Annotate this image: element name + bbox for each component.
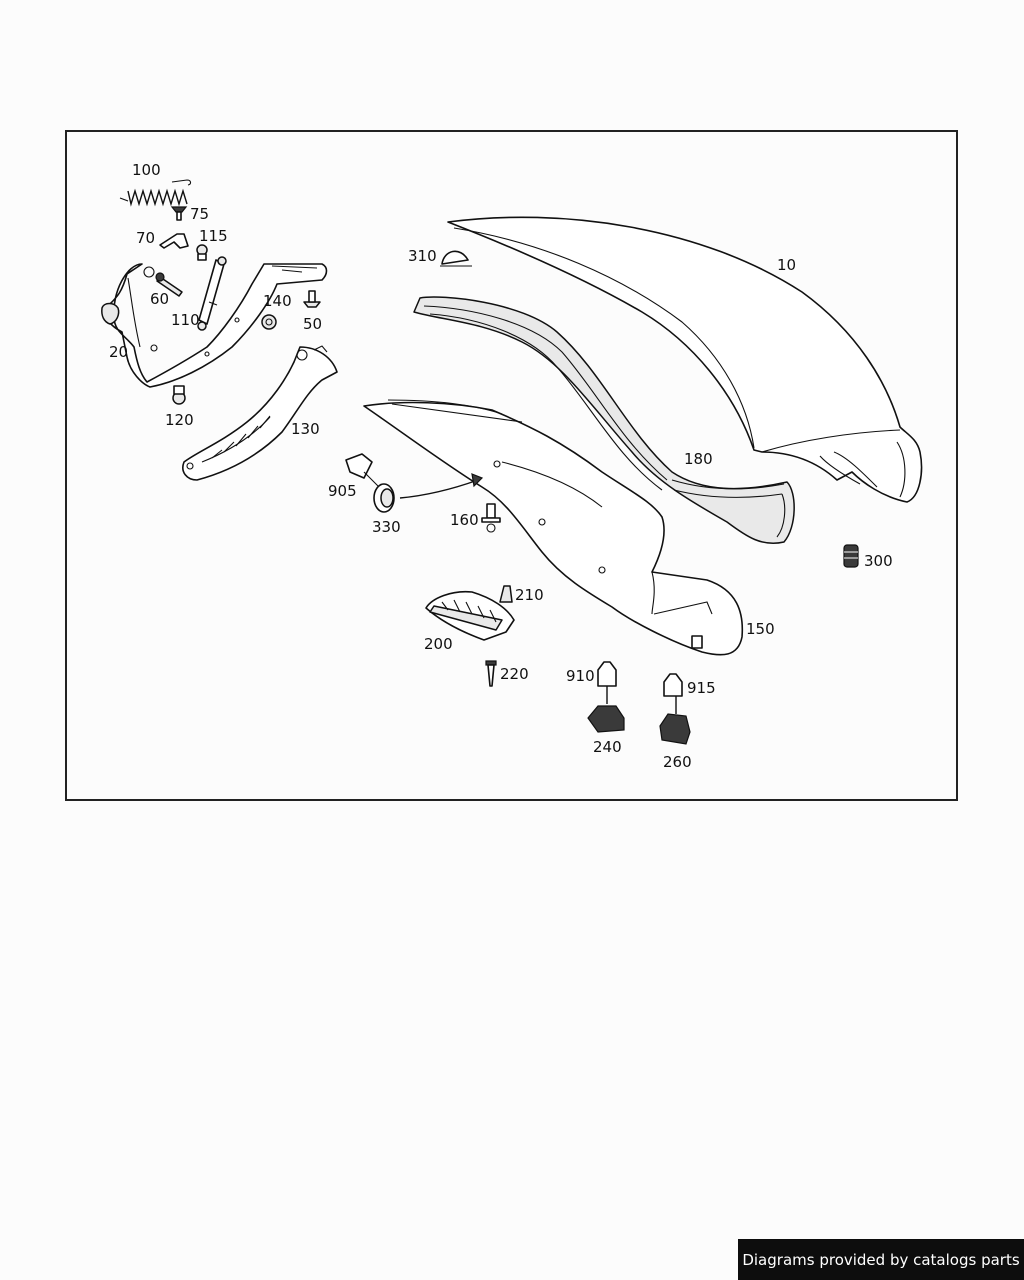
part-label-300: 300 bbox=[864, 552, 893, 570]
part-150-lid-lining bbox=[363, 399, 744, 656]
part-50-screw bbox=[303, 290, 321, 308]
part-label-160: 160 bbox=[450, 511, 479, 529]
part-label-130: 130 bbox=[291, 420, 320, 438]
parts-diagram-frame: 100 75 70 115 60 140 110 50 20 120 130 3… bbox=[65, 130, 958, 801]
part-115-ball-stud bbox=[196, 244, 208, 261]
part-160-push-rivet bbox=[481, 503, 501, 533]
part-100-spring bbox=[119, 179, 192, 207]
part-905-label bbox=[345, 453, 381, 489]
part-label-50: 50 bbox=[303, 315, 322, 333]
part-130-side-panel-trim bbox=[182, 345, 338, 481]
part-300-buffer bbox=[843, 544, 859, 568]
part-label-120: 120 bbox=[165, 411, 194, 429]
part-10-trunk-lid bbox=[447, 216, 923, 503]
footer-credit-text: Diagrams provided by catalogs parts bbox=[742, 1250, 1020, 1269]
part-label-60: 60 bbox=[150, 290, 169, 308]
part-200-lock bbox=[425, 590, 515, 641]
part-label-10: 10 bbox=[777, 256, 796, 274]
part-label-260: 260 bbox=[663, 753, 692, 771]
part-label-70: 70 bbox=[136, 229, 155, 247]
part-260-sensor bbox=[659, 673, 691, 745]
part-label-240: 240 bbox=[593, 738, 622, 756]
part-label-910: 910 bbox=[566, 667, 595, 685]
parts-diagram: 100 75 70 115 60 140 110 50 20 120 130 3… bbox=[101, 161, 923, 771]
part-label-110: 110 bbox=[171, 311, 200, 329]
part-60-bolt bbox=[155, 272, 183, 297]
part-180-trunk-seal bbox=[413, 296, 795, 544]
part-220-screw bbox=[485, 660, 497, 687]
part-75-clip bbox=[170, 206, 188, 221]
part-120-ball-stud bbox=[172, 385, 186, 405]
part-label-210: 210 bbox=[515, 586, 544, 604]
part-70-bracket bbox=[159, 233, 189, 249]
part-310-bump-stop bbox=[440, 250, 472, 267]
part-label-310: 310 bbox=[408, 247, 437, 265]
part-label-915: 915 bbox=[687, 679, 716, 697]
part-label-330: 330 bbox=[372, 518, 401, 536]
part-110-gas-strut bbox=[197, 256, 227, 331]
part-label-100: 100 bbox=[132, 161, 161, 179]
footer-credit-banner: Diagrams provided by catalogs parts bbox=[738, 1239, 1024, 1280]
part-label-20: 20 bbox=[109, 343, 128, 361]
part-140-nut bbox=[261, 314, 277, 330]
part-330-grommet bbox=[373, 473, 484, 513]
part-20-left-hinge bbox=[101, 263, 328, 388]
part-label-905: 905 bbox=[328, 482, 357, 500]
part-label-180: 180 bbox=[684, 450, 713, 468]
part-210-nut bbox=[499, 585, 513, 603]
part-label-115: 115 bbox=[199, 227, 228, 245]
part-240-switch bbox=[587, 661, 625, 733]
part-label-150: 150 bbox=[746, 620, 775, 638]
part-label-75: 75 bbox=[190, 205, 209, 223]
part-label-140: 140 bbox=[263, 292, 292, 310]
part-label-220: 220 bbox=[500, 665, 529, 683]
part-label-200: 200 bbox=[424, 635, 453, 653]
